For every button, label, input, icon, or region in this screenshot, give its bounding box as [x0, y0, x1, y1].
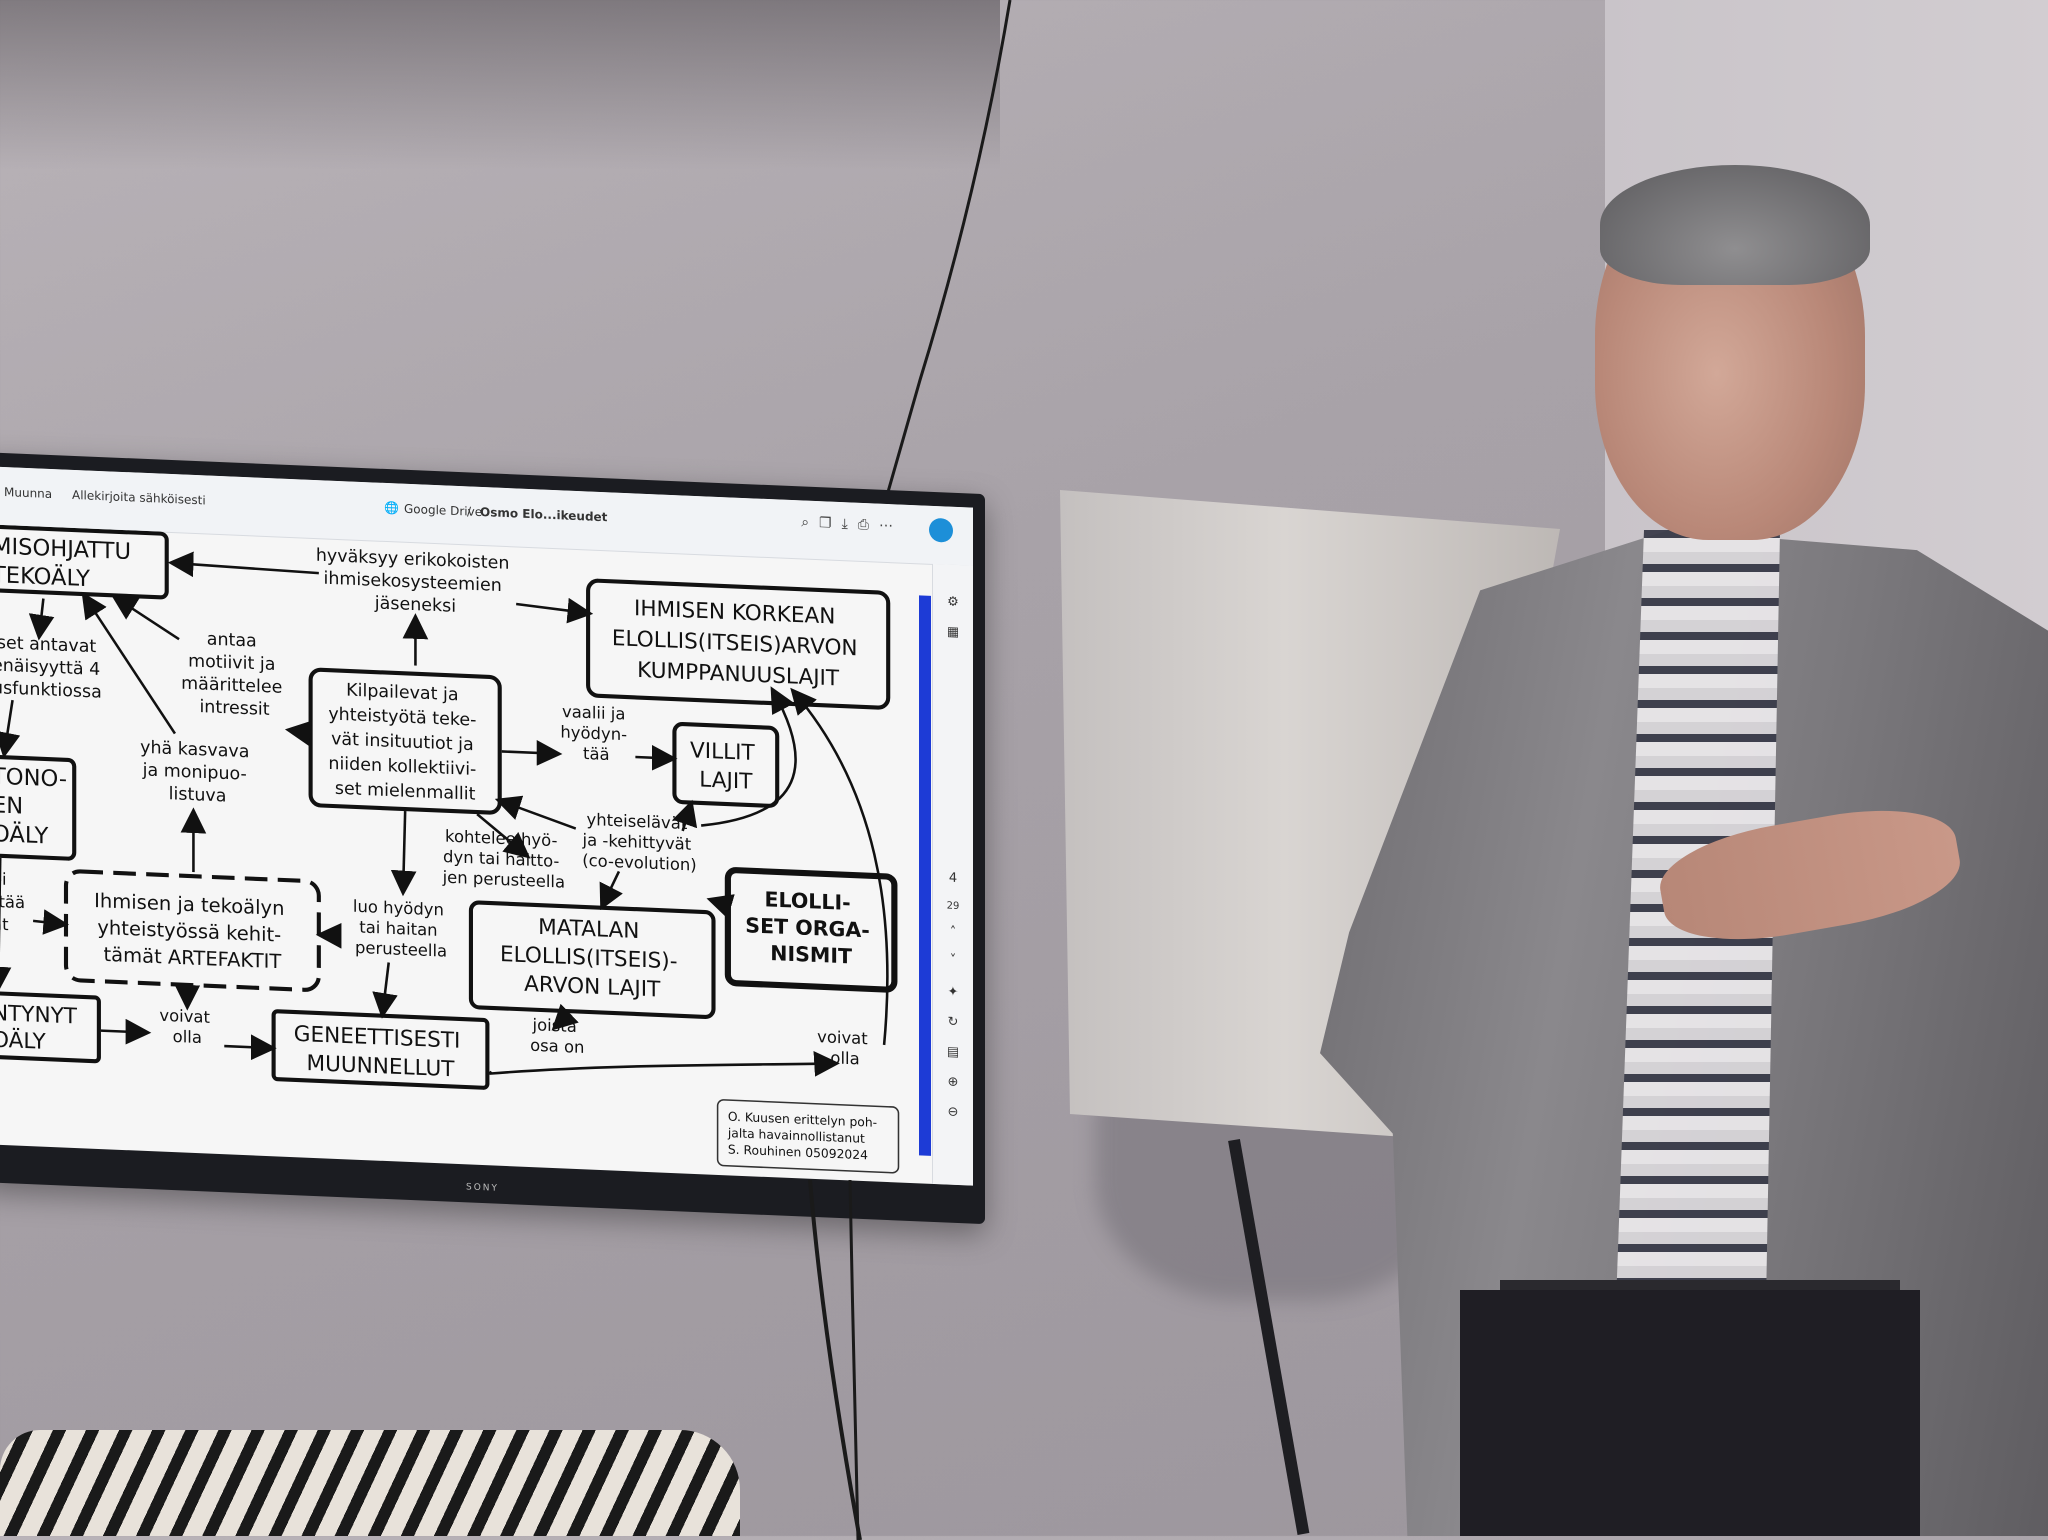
- grey-hair: [1600, 165, 1870, 285]
- page-current[interactable]: 4: [948, 870, 958, 886]
- box-wild-text: VILLIT LAJIT: [690, 738, 762, 795]
- label-growing: yhä kasvava ja monipuo- listuva: [140, 738, 255, 808]
- more-icon[interactable]: ⋯: [879, 517, 903, 535]
- box-high-value-species: [586, 578, 891, 710]
- label-objectives: iset antavat enäisyyttä 4 usfunktiossa: [0, 633, 106, 703]
- globe-icon: 🌐: [384, 500, 399, 516]
- box-developed-ai: [0, 990, 101, 1064]
- page-scrollbar[interactable]: [919, 595, 931, 1156]
- label-coevolve: yhteiselävät ja -kehittyvät (co-evolutio…: [582, 810, 697, 875]
- menu-esign[interactable]: Allekirjoita sähköisesti: [72, 487, 206, 508]
- file-name[interactable]: Osmo Elo...ikeudet: [480, 504, 608, 525]
- label-accepts: hyväksyy erikokoisten ihmisekosysteemien…: [316, 546, 515, 620]
- box-low-value-text: MATALAN ELOLLIS(ITSEIS)- ARVON LAJIT: [500, 913, 684, 1003]
- toolbar-icons: ⌕❐⤓⎙⋯: [801, 514, 903, 534]
- box-developed-text: NTYNYT OÄLY: [0, 1001, 84, 1057]
- box-wild-species: [672, 721, 780, 808]
- tv-cables: [808, 1180, 862, 1540]
- box-artefacts-text: Ihmisen ja tekoälyn yhteistyössä kehit- …: [94, 889, 291, 974]
- label-choose: vaalii ja hyödyn- tää: [560, 702, 632, 765]
- rotate-icon[interactable]: ↻: [947, 1014, 959, 1031]
- chevron-up-icon[interactable]: ˄: [949, 924, 957, 940]
- settings-icon[interactable]: ⚙: [947, 594, 959, 611]
- box-organisms: [724, 867, 898, 993]
- document-icon[interactable]: ▤: [946, 1044, 960, 1061]
- print-icon[interactable]: ⎙: [857, 516, 879, 534]
- television: Muunna Allekirjoita sähköisesti 🌐 Google…: [0, 452, 985, 1225]
- page-total: 29: [946, 900, 960, 913]
- diagram-arrows: [0, 551, 889, 1077]
- search-icon[interactable]: ⌕: [801, 514, 820, 532]
- box-autonomous-text: TONO- EN OÄLY: [0, 763, 74, 850]
- label-creates: luo hyödyn tai haitan perusteella: [353, 897, 449, 961]
- avatar[interactable]: [929, 517, 953, 543]
- breadcrumb-separator: /: [467, 504, 472, 519]
- label-left-fragment: oi ttää at: [0, 869, 30, 935]
- credit-box: [716, 1099, 900, 1174]
- presenter-person: [1320, 165, 2048, 1536]
- label-of-which: joista osa on: [530, 1015, 584, 1057]
- concept-diagram: MISOHJATTU TEKOÄLY IHMISEN KORKEAN ELOLL…: [0, 524, 900, 1174]
- box-low-value-species: [468, 900, 716, 1019]
- dark-trousers: [1460, 1290, 1920, 1536]
- chevron-down-icon[interactable]: ˅: [949, 952, 957, 968]
- download-icon[interactable]: ⤓: [841, 516, 858, 533]
- pdf-right-sidebar: ⚙ ▦ 4 29 ˄ ˅ ✦ ↻ ▤ ⊕ ⊖: [932, 563, 973, 1186]
- label-can-be-1: voivat olla: [159, 1006, 215, 1048]
- box-high-value-text: IHMISEN KORKEAN ELOLLIS(ITSEIS)ARVON KUM…: [612, 595, 865, 692]
- copy-icon[interactable]: ❐: [819, 515, 842, 533]
- menu-convert[interactable]: Muunna: [4, 485, 53, 502]
- box-institutions-text: Kilpailevat ja yhteistyötä teke- vät ins…: [328, 680, 482, 805]
- box-organisms-text: ELOLLI- SET ORGA- NISMIT: [745, 887, 877, 970]
- patterned-cushion: [0, 1430, 740, 1536]
- label-motives: antaa motiivit ja määrittelee intressit: [181, 628, 288, 720]
- credit-text: O. Kuusen erittelyn poh- jalta havainnol…: [727, 1110, 881, 1163]
- box-human-ai-text: MISOHJATTU TEKOÄLY: [0, 533, 138, 594]
- box-gmo-text: GENEETTISESTI MUUNNELLUT: [294, 1022, 467, 1083]
- zoom-out-icon[interactable]: ⊖: [947, 1104, 959, 1121]
- tv-screen: Muunna Allekirjoita sähköisesti 🌐 Google…: [0, 466, 973, 1186]
- grid-icon[interactable]: ▦: [946, 624, 960, 641]
- wall-shadow: [0, 0, 1000, 170]
- sparkle-icon[interactable]: ✦: [947, 984, 959, 1001]
- wall-cable-line: [878, 0, 1012, 520]
- box-human-ai: [0, 524, 169, 600]
- zoom-in-icon[interactable]: ⊕: [947, 1074, 959, 1091]
- box-autonomous-ai: [0, 754, 77, 861]
